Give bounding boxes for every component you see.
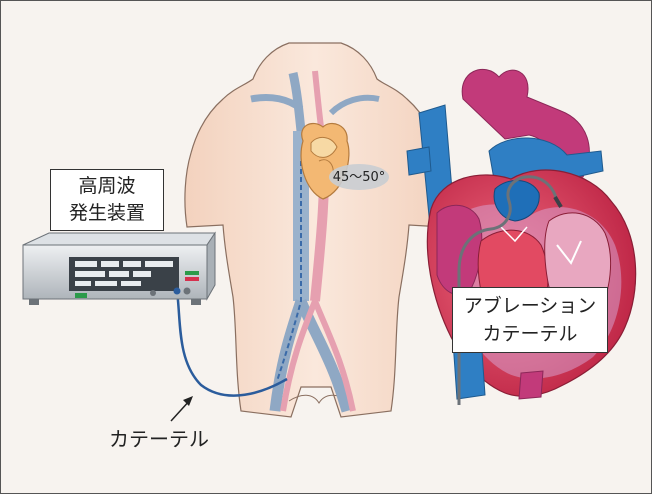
catheter-arrow	[171, 396, 193, 421]
ablation-catheter-label-line2: カテーテル	[453, 320, 607, 348]
rf-generator-label: 高周波 発生装置	[50, 169, 164, 231]
ablation-catheter-label-line1: アブレーション	[453, 292, 607, 320]
ablation-catheter-label: アブレーション カテーテル	[452, 287, 608, 353]
catheter-label: カテーテル	[109, 423, 209, 452]
rf-generator-device	[23, 233, 215, 305]
rf-generator-label-line2: 発生装置	[51, 200, 163, 227]
angle-label: 45～50°	[331, 166, 387, 185]
rf-generator-label-line1: 高周波	[51, 173, 163, 200]
